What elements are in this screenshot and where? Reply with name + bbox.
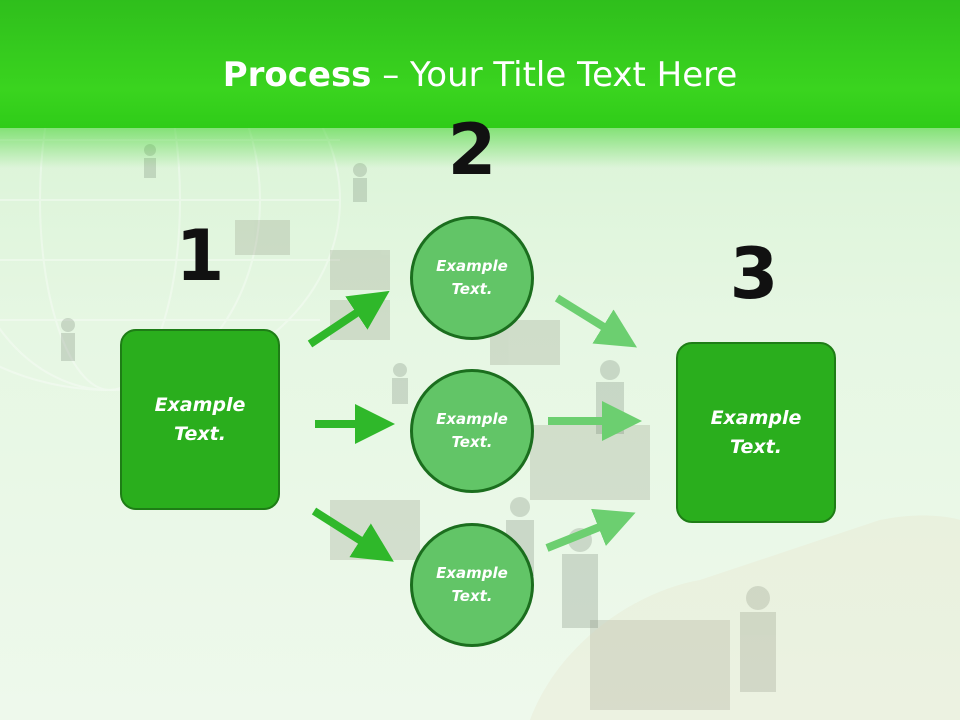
page-title: Process – Your Title Text Here bbox=[0, 52, 960, 98]
step-1-box: Example Text. bbox=[120, 329, 280, 510]
step-2-circle-top: Example Text. bbox=[410, 216, 534, 340]
circle-text: Example Text. bbox=[436, 564, 508, 605]
circle-text: Example Text. bbox=[436, 257, 508, 298]
arrow-right-icon bbox=[311, 507, 394, 562]
step-2-circle-bottom: Example Text. bbox=[410, 523, 534, 647]
title-bold: Process bbox=[222, 55, 372, 95]
hand-icon bbox=[530, 515, 960, 720]
arrow-right-icon bbox=[307, 290, 390, 348]
header-bar bbox=[0, 0, 960, 128]
arrow-right-icon bbox=[554, 294, 638, 348]
step-number-2: 2 bbox=[447, 109, 497, 191]
step-3-text: Example Text. bbox=[710, 406, 802, 458]
header-fade bbox=[0, 128, 960, 168]
circle-text: Example Text. bbox=[436, 410, 508, 451]
person-icon bbox=[61, 144, 776, 692]
arrow-right-icon bbox=[545, 508, 636, 552]
step-2-circle-middle: Example Text. bbox=[410, 369, 534, 493]
title-rest: – Your Title Text Here bbox=[371, 55, 738, 95]
step-1-text: Example Text. bbox=[154, 393, 246, 445]
step-number-1: 1 bbox=[175, 215, 225, 297]
step-3-box: Example Text. bbox=[676, 342, 836, 523]
step-number-3: 3 bbox=[729, 233, 779, 315]
